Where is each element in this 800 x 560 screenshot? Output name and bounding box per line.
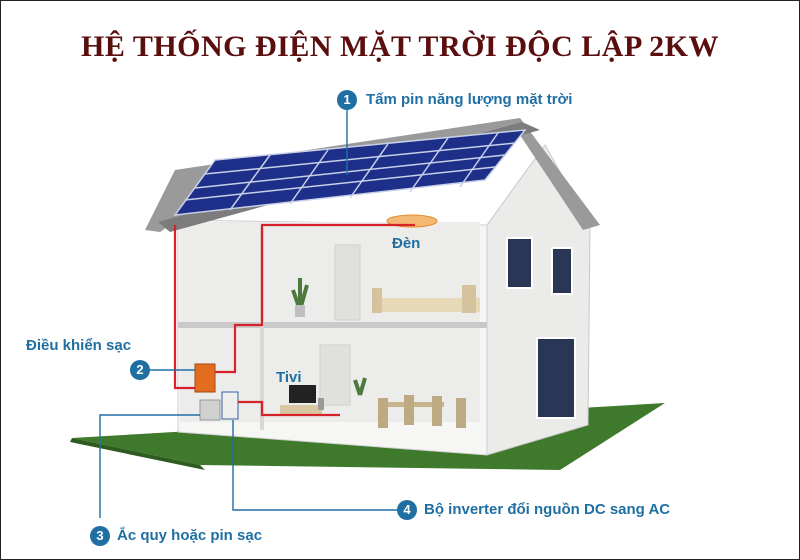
solar-panel-array: [173, 129, 527, 216]
callout-leaders: [99, 110, 397, 518]
dc-wiring: [173, 223, 415, 417]
label-tv: Tivi: [276, 369, 302, 386]
label-lamp: Đèn: [392, 235, 421, 252]
window: [506, 237, 533, 289]
battery: [199, 399, 221, 421]
diagram-title: HỆ THỐNG ĐIỆN MẶT TRỜI ĐỘC LẬP 2KW: [81, 30, 719, 63]
glass-door: [536, 337, 576, 419]
callout-number-1: 1: [337, 90, 357, 110]
tv-stand: [280, 405, 322, 415]
inverter: [221, 391, 239, 420]
label-solar-panel: Tấm pin năng lượng mặt trời: [366, 91, 573, 108]
label-inverter: Bộ inverter đổi nguồn DC sang AC: [424, 501, 671, 518]
dining-set: [378, 395, 466, 428]
callout-number-2: 2: [130, 360, 150, 380]
charge-controller: [194, 363, 216, 393]
callout-number-3: 3: [90, 526, 110, 546]
window: [551, 247, 573, 295]
tv: [289, 385, 316, 403]
label-charge-controller: Điều khiển sạc: [26, 337, 132, 354]
callout-number-4: 4: [397, 500, 417, 520]
plant: [291, 278, 309, 317]
label-battery: Ắc quy hoặc pin sạc: [117, 527, 263, 544]
